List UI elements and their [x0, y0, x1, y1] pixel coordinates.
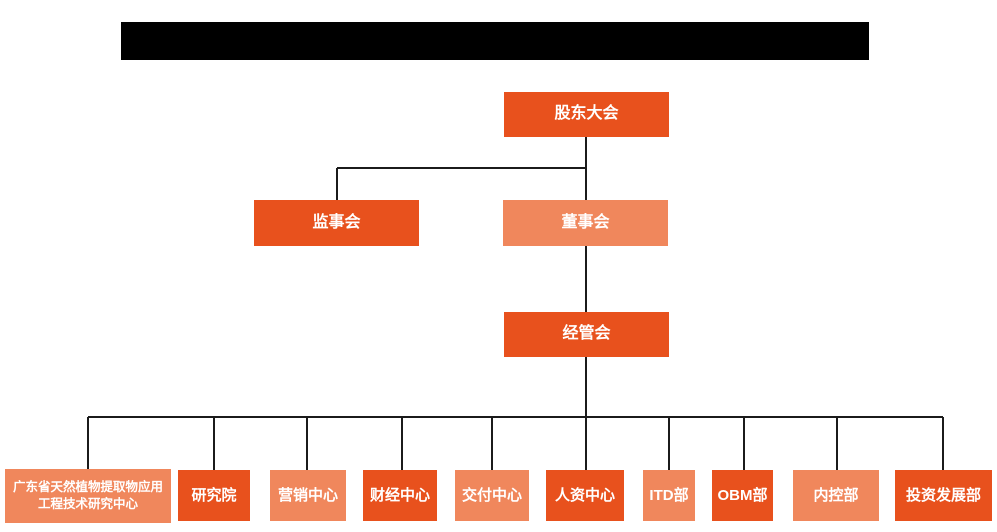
node-management-committee: 经管会: [504, 312, 669, 357]
node-internal-control-department: 内控部: [793, 470, 879, 521]
node-shareholders-meeting: 股东大会: [504, 92, 669, 137]
node-hr-center: 人资中心: [546, 470, 624, 521]
node-itd-department: ITD部: [643, 470, 695, 521]
node-investment-development-department: 投资发展部: [895, 470, 992, 521]
node-research-institute: 研究院: [178, 470, 250, 521]
node-marketing-center: 营销中心: [270, 470, 346, 521]
node-guangdong-plant-extract-research-center: 广东省天然植物提取物应用工程技术研究中心: [5, 469, 171, 523]
node-supervisory-board: 监事会: [254, 200, 419, 246]
node-obm-department: OBM部: [712, 470, 773, 521]
node-finance-center: 财经中心: [363, 470, 437, 521]
node-board-of-directors: 董事会: [503, 200, 668, 246]
node-delivery-center: 交付中心: [455, 470, 529, 521]
redacted-title-block: [121, 22, 869, 60]
